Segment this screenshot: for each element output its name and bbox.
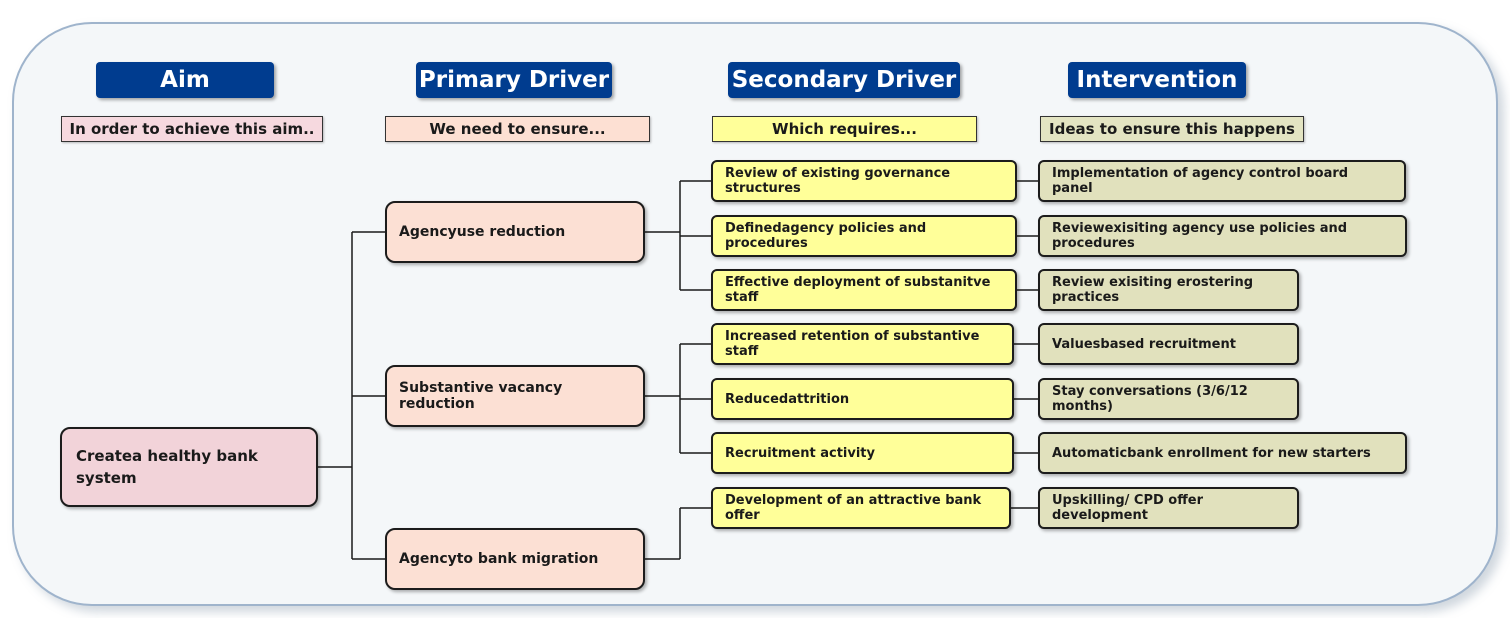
intervention-label: Stay conversations (3/6/12 months) bbox=[1052, 384, 1248, 414]
secondary-driver-3: Effective deployment of substanitve staf… bbox=[711, 269, 1017, 311]
secondary-driver-label: Reducedattrition bbox=[725, 391, 850, 407]
subheader-intervention: Ideas to ensure this happens bbox=[1040, 116, 1304, 142]
intervention-label: Upskilling/ CPD offer development bbox=[1052, 493, 1203, 523]
aim-box: Createa healthy bank system bbox=[60, 427, 318, 507]
secondary-driver-2: Definedagency policies and procedures bbox=[711, 215, 1017, 257]
primary-driver-label: Agencyto bank migration bbox=[399, 551, 599, 567]
intervention-4: Valuesbased recruitment bbox=[1038, 323, 1299, 365]
secondary-driver-label: Definedagency policies and procedures bbox=[725, 221, 927, 251]
secondary-driver-label: Review of existing governance structures bbox=[725, 166, 951, 196]
primary-driver-3: Agencyto bank migration bbox=[385, 528, 645, 590]
secondary-driver-label: Increased retention of substantive staff bbox=[725, 329, 980, 359]
secondary-driver-5: Reducedattrition bbox=[711, 378, 1014, 420]
aim-text: Createa healthy bank system bbox=[76, 447, 258, 487]
intervention-3: Review exisiting erostering practices bbox=[1038, 269, 1299, 311]
secondary-driver-label: Effective deployment of substanitve staf… bbox=[725, 275, 991, 305]
secondary-driver-label: Recruitment activity bbox=[725, 445, 875, 461]
intervention-7: Upskilling/ CPD offer development bbox=[1038, 487, 1299, 529]
header-aim: Aim bbox=[96, 62, 274, 98]
intervention-label: Automaticbank enrollment for new starter… bbox=[1052, 445, 1371, 461]
primary-driver-label: Agencyuse reduction bbox=[399, 224, 566, 240]
subheader-aim: In order to achieve this aim.. bbox=[61, 116, 323, 142]
intervention-label: Implementation of agency control board p… bbox=[1052, 166, 1349, 196]
subheader-secondary-driver: Which requires... bbox=[712, 116, 977, 142]
secondary-driver-6: Recruitment activity bbox=[711, 432, 1014, 474]
intervention-5: Stay conversations (3/6/12 months) bbox=[1038, 378, 1299, 420]
intervention-1: Implementation of agency control board p… bbox=[1038, 160, 1406, 202]
intervention-label: Reviewexisiting agency use policies and … bbox=[1052, 221, 1348, 251]
primary-driver-2: Substantive vacancy reduction bbox=[385, 365, 645, 427]
secondary-driver-4: Increased retention of substantive staff bbox=[711, 323, 1014, 365]
header-primary-driver: Primary Driver bbox=[416, 62, 612, 98]
secondary-driver-label: Development of an attractive bank offer bbox=[725, 493, 982, 523]
intervention-6: Automaticbank enrollment for new starter… bbox=[1038, 432, 1407, 474]
subheader-primary-driver: We need to ensure... bbox=[385, 116, 650, 142]
header-secondary-driver: Secondary Driver bbox=[728, 62, 960, 98]
secondary-driver-1: Review of existing governance structures bbox=[711, 160, 1017, 202]
intervention-label: Valuesbased recruitment bbox=[1052, 336, 1236, 352]
primary-driver-1: Agencyuse reduction bbox=[385, 201, 645, 263]
header-intervention: Intervention bbox=[1068, 62, 1246, 98]
intervention-2: Reviewexisiting agency use policies and … bbox=[1038, 215, 1407, 257]
intervention-label: Review exisiting erostering practices bbox=[1052, 275, 1254, 305]
secondary-driver-7: Development of an attractive bank offer bbox=[711, 487, 1011, 529]
primary-driver-label: Substantive vacancy reduction bbox=[399, 380, 563, 412]
